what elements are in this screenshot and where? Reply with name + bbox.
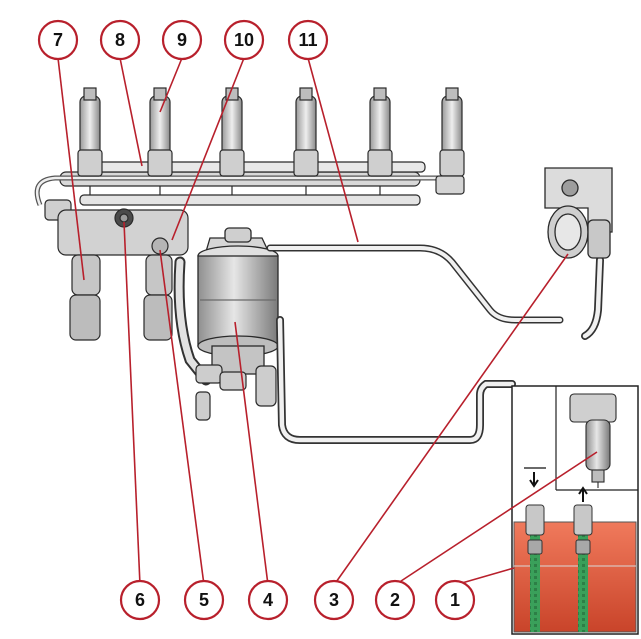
callout-10: 10: [223, 19, 265, 61]
callout-3: 3: [313, 579, 355, 621]
callout-11: 11: [287, 19, 329, 61]
flow-arrow-up-icon: [578, 486, 588, 502]
svg-text:3: 3: [329, 590, 339, 610]
pump-assembly: [44, 199, 189, 341]
svg-text:8: 8: [115, 30, 125, 50]
hand-primer-pump: [544, 167, 613, 259]
callout-9: 9: [161, 19, 203, 61]
svg-text:7: 7: [53, 30, 63, 50]
svg-text:11: 11: [298, 30, 317, 50]
svg-text:4: 4: [263, 590, 273, 610]
injector-1: [77, 87, 103, 177]
callout-4: 4: [247, 579, 289, 621]
svg-text:9: 9: [177, 30, 187, 50]
return-hose: [578, 530, 588, 632]
fuel-rail-assembly: [34, 87, 465, 206]
svg-text:5: 5: [199, 590, 209, 610]
svg-text:10: 10: [234, 30, 254, 50]
callouts: 1 2 3 4 5 6 7 8: [37, 19, 476, 621]
callout-8: 8: [99, 19, 141, 61]
fuel-lines: [173, 244, 604, 444]
callout-1: 1: [434, 579, 476, 621]
injector-5: [367, 87, 393, 177]
injector-4: [293, 87, 319, 177]
callout-5: 5: [183, 579, 225, 621]
callout-2: 2: [374, 579, 416, 621]
fuel-tank-inset: [511, 385, 639, 635]
pre-filter: [569, 393, 617, 488]
callout-6: 6: [119, 579, 161, 621]
injector-6: [435, 87, 465, 195]
suction-hose: [530, 520, 540, 632]
callout-7: 7: [37, 19, 79, 61]
svg-text:6: 6: [135, 590, 145, 610]
injector-2: [147, 87, 173, 177]
svg-text:1: 1: [450, 590, 460, 610]
filter-fittings: [195, 364, 277, 421]
fuel-tank: [513, 521, 637, 633]
callout-leaders: [57, 57, 598, 586]
svg-text:2: 2: [390, 590, 400, 610]
flow-arrow-down-icon: [529, 472, 539, 488]
injector-3: [219, 87, 245, 177]
